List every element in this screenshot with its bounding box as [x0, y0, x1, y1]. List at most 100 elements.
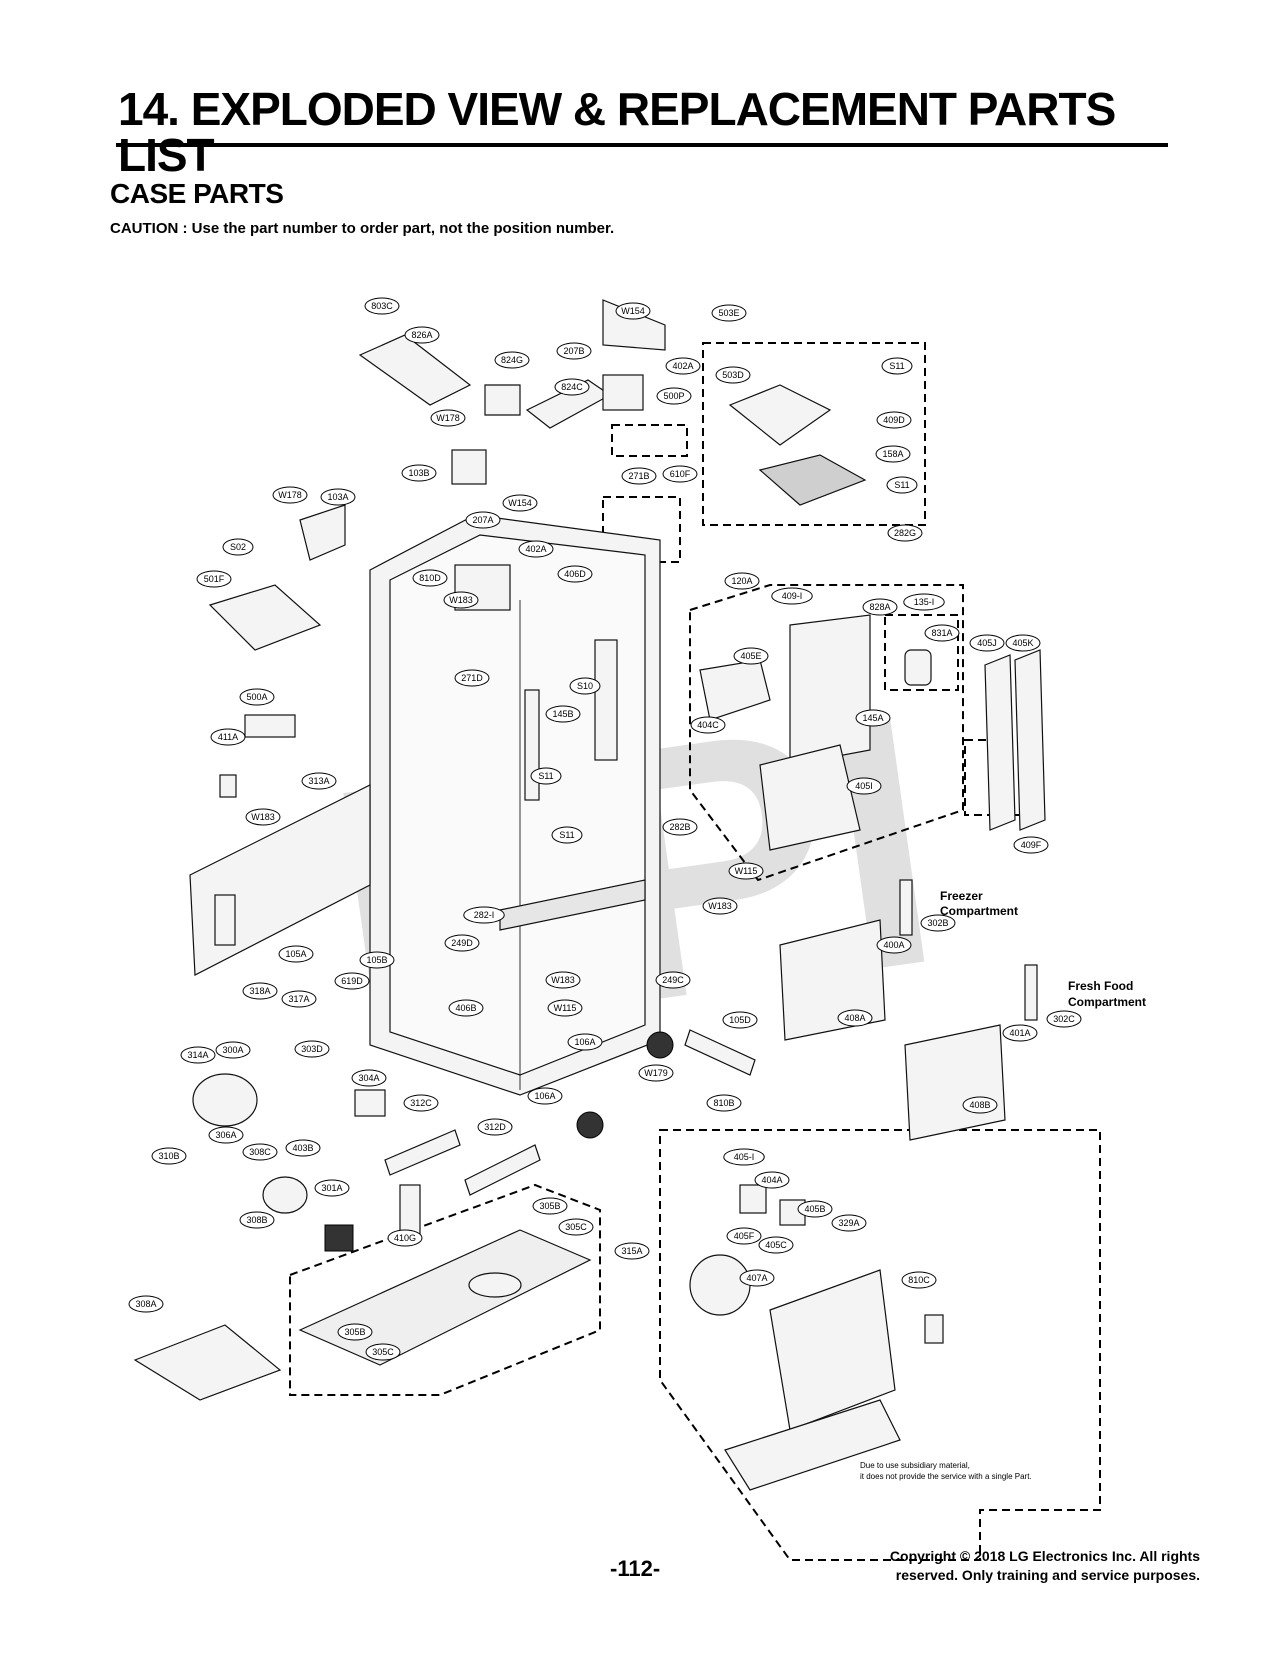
position-label-outline: [569, 677, 601, 695]
position-label: 405I: [846, 777, 882, 795]
position-label: 305B: [337, 1323, 373, 1341]
position-label: 503D: [715, 366, 751, 384]
position-label-outline: [831, 1214, 867, 1232]
position-label-text: 207B: [563, 346, 584, 356]
position-label: 145B: [545, 705, 581, 723]
position-label-outline: [962, 1096, 998, 1114]
position-label-outline: [724, 572, 760, 590]
position-label-outline: [886, 476, 918, 494]
position-label-text: 106A: [574, 1037, 595, 1047]
position-label-text: W178: [278, 490, 302, 500]
position-label-outline: [545, 971, 581, 989]
position-label-outline: [518, 540, 554, 558]
position-label-outline: [758, 1236, 794, 1254]
position-label-outline: [855, 709, 891, 727]
position-label-text: 305C: [565, 1222, 587, 1232]
position-label-text: 105D: [729, 1015, 751, 1025]
position-label-outline: [245, 808, 281, 826]
position-label-text: 826A: [411, 330, 432, 340]
position-label-outline: [242, 982, 278, 1000]
position-label-outline: [530, 767, 562, 785]
position-label: W183: [245, 808, 281, 826]
position-label: S11: [530, 767, 562, 785]
position-label-outline: [351, 1069, 387, 1087]
position-label-outline: [278, 945, 314, 963]
position-label-outline: [881, 357, 913, 375]
position-label: 313A: [301, 772, 337, 790]
position-label-text: 271B: [628, 471, 649, 481]
position-label: 810C: [901, 1271, 937, 1289]
position-label: S02: [222, 538, 254, 556]
position-label: 619D: [334, 972, 370, 990]
position-label-text: S11: [894, 480, 909, 490]
position-label: 105B: [359, 951, 395, 969]
position-label: 404C: [690, 716, 726, 734]
position-label-text: S11: [559, 830, 574, 840]
position-label-text: 405B: [804, 1204, 825, 1214]
copyright: Copyright © 2018 LG Electronics Inc. All…: [840, 1547, 1200, 1585]
position-label-text: 302C: [1053, 1014, 1075, 1024]
position-label-outline: [797, 1200, 833, 1218]
position-label-text: 314A: [187, 1050, 208, 1060]
position-label: 105A: [278, 945, 314, 963]
position-label-text: 249D: [451, 938, 473, 948]
position-label-outline: [454, 669, 490, 687]
position-label: S10: [569, 677, 601, 695]
position-label-outline: [465, 511, 501, 529]
position-label-outline: [301, 772, 337, 790]
position-label-outline: [723, 1148, 765, 1166]
position-label-text: 282-I: [474, 910, 495, 920]
position-label: 409-I: [771, 587, 813, 605]
position-label-text: W183: [551, 975, 575, 985]
position-label: 249D: [444, 934, 480, 952]
position-label: 405-I: [723, 1148, 765, 1166]
position-label: 503E: [711, 304, 747, 322]
position-label: 405K: [1005, 634, 1041, 652]
position-label: 803C: [364, 297, 400, 315]
position-label-outline: [430, 409, 466, 427]
position-label: 249C: [655, 971, 691, 989]
position-label: 315A: [614, 1242, 650, 1260]
position-label-text: 306A: [215, 1130, 236, 1140]
position-label-text: 405K: [1012, 638, 1033, 648]
position-label-text: 308C: [249, 1147, 271, 1157]
position-label-outline: [502, 494, 538, 512]
position-label: 312C: [403, 1094, 439, 1112]
fresh-food-label-line1: Fresh Food: [1068, 979, 1133, 993]
position-label-outline: [706, 1094, 742, 1112]
position-label-outline: [180, 1046, 216, 1064]
position-label: 308B: [239, 1211, 275, 1229]
position-label-text: W178: [436, 413, 460, 423]
position-label-text: S11: [889, 361, 904, 371]
position-label: 405C: [758, 1236, 794, 1254]
position-label: 106A: [567, 1033, 603, 1051]
position-label-outline: [754, 1171, 790, 1189]
position-label: 403B: [285, 1139, 321, 1157]
service-note-line1: Due to use subsidiary material,: [860, 1461, 970, 1470]
position-label-text: W115: [554, 1003, 577, 1013]
position-label-outline: [239, 688, 275, 706]
position-label-text: 409F: [1021, 840, 1042, 850]
position-label-text: W154: [621, 306, 645, 316]
position-label: 405E: [733, 647, 769, 665]
position-label-text: 831A: [931, 628, 952, 638]
position-label-text: 120A: [731, 576, 752, 586]
position-label-text: 305B: [344, 1327, 365, 1337]
position-label-outline: [662, 818, 698, 836]
position-label: 106A: [527, 1087, 563, 1105]
position-label-outline: [656, 387, 692, 405]
position-label-outline: [443, 591, 479, 609]
position-label: 305C: [365, 1343, 401, 1361]
position-label-outline: [875, 445, 911, 463]
position-label-text: 249C: [662, 975, 684, 985]
position-label-text: 313A: [308, 776, 329, 786]
position-label-outline: [294, 1040, 330, 1058]
position-label-text: 405F: [734, 1231, 755, 1241]
position-label: W154: [502, 494, 538, 512]
page-title: 14. EXPLODED VIEW & REPLACEMENT PARTS LI…: [118, 83, 1116, 181]
position-label-outline: [314, 1179, 350, 1197]
position-label-text: 302B: [927, 918, 948, 928]
position-label-text: 305B: [539, 1201, 560, 1211]
